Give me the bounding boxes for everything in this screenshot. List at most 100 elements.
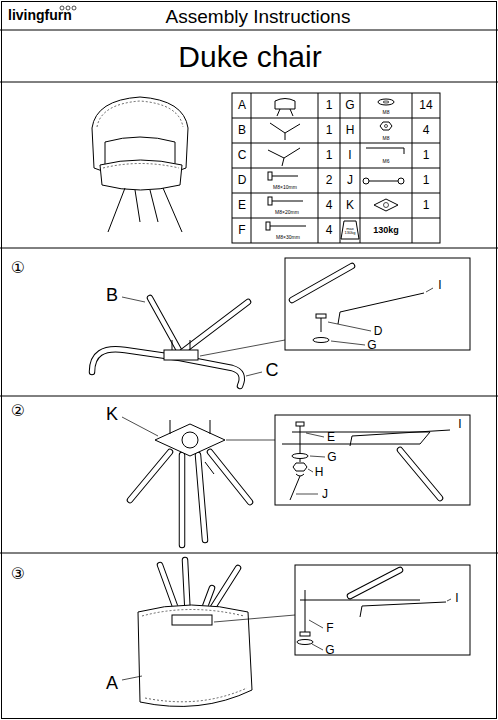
parts-table [232,93,440,243]
part-quantity: 1 [423,174,430,186]
part-size: M8 [383,136,390,141]
step-2-illustration-stroke [226,440,275,441]
step-3-illustration-stroke [309,599,451,650]
step-3-illustration-stroke [145,688,247,702]
step-1-illustration-stroke [92,349,242,386]
chair-illustration-stroke [163,188,182,232]
parts-table-stroke [232,218,440,219]
step-2-illustration-stroke [179,455,186,545]
part-letter: B [238,124,246,136]
part-letter: I [348,149,351,161]
step-2-illustration-stroke [122,417,158,436]
screw-size: M8×20mm [275,210,299,215]
step-3-illustration-stroke [297,640,313,645]
step-2-illustration-stroke [350,430,450,446]
callout-letter: I [455,592,458,604]
step-2-illustration-stroke [180,455,185,545]
part-letter: G [345,99,354,111]
callout-letter: I [458,418,461,430]
step-2-illustration-stroke [296,422,304,426]
step-1-illustration-stroke [200,340,285,356]
step-2-illustration-stroke [210,420,211,434]
callout-letter: H [315,466,324,478]
part-letter: E [238,199,246,211]
chair-illustration-stroke [103,164,179,169]
callout-letter: B [106,286,118,304]
step-3-illustration-stroke [300,600,420,601]
callout-letter: I [438,279,441,291]
part-quantity: 1 [326,99,333,111]
step-1-illustration [92,258,470,386]
step-2-illustration-stroke [210,452,250,502]
part-icons-stroke [363,178,369,184]
chair-illustration-stroke [150,190,158,222]
step-1-illustration-stroke [313,338,329,343]
callout-letter: G [325,644,334,656]
part-quantity: 4 [423,124,430,136]
callout-letter: C [266,361,279,379]
parts-table-stroke [232,143,440,144]
part-icons-stroke [383,101,389,103]
part-icons-stroke [374,199,398,211]
chair-illustration-stroke [100,160,182,190]
parts-table-stroke [232,118,440,119]
part-icons-stroke [272,176,298,177]
weight-limit-icon-text: max 130kg [343,227,358,235]
step-1-illustration-stroke [182,302,248,352]
step-number: ① [11,260,25,276]
part-icons-stroke [270,226,306,227]
step-1-illustration-stroke [328,322,371,345]
part-letter: D [238,174,247,186]
part-icons-stroke [384,203,389,208]
step-3-illustration-stroke [295,565,470,655]
part-letter: H [346,124,355,136]
step-2-illustration-stroke [400,450,440,498]
step-number: ② [11,403,25,419]
screw-size: M8×10mm [273,185,297,190]
step-3-illustration [122,560,470,706]
step-3-illustration-stroke [350,570,400,596]
step-3-illustration-stroke [214,615,295,622]
callout-letter: E [327,431,335,443]
step-2-illustration-stroke [170,420,171,434]
screw-size: M8×30mm [276,235,300,240]
part-icons-stroke [272,201,303,202]
part-size: M6 [383,159,390,164]
weight-limit: 130kg [373,226,399,235]
frame-stroke [0,553,498,554]
frame-stroke [0,396,498,397]
step-1-illustration-stroke [321,318,322,332]
part-icons-stroke [268,148,300,166]
step-3-illustration-stroke [350,570,400,596]
step-1-illustration-stroke [292,266,352,300]
part-letter: J [347,174,353,186]
frame-stroke [0,30,498,31]
callout-letter: K [106,405,118,423]
part-letter: A [238,99,246,111]
callout-letter: G [327,451,336,463]
chair-illustration-stroke [135,190,140,222]
part-icons-stroke [268,197,272,205]
parts-table-stroke [232,193,440,194]
frame-stroke [0,248,498,249]
step-2-illustration-stroke [198,455,205,540]
step-2-illustration-stroke [293,463,307,471]
part-icons-stroke [290,109,293,116]
part-letter: F [238,224,245,236]
step-1-illustration-stroke [338,293,424,324]
step-3-illustration-stroke [360,602,446,617]
chair-illustration [92,97,188,232]
step-3-illustration-stroke [122,676,142,680]
part-icons-stroke [268,172,272,180]
part-quantity: 1 [423,199,430,211]
step-number: ③ [11,566,25,582]
step-2-illustration-stroke [182,432,198,448]
part-icons-stroke [385,125,388,128]
step-2-illustration-stroke [210,452,250,502]
step-1-illustration-stroke [292,266,352,300]
step-2-illustration-stroke [198,455,205,540]
step-2-illustration-stroke [275,415,470,505]
step-2-illustration-stroke [130,452,170,500]
